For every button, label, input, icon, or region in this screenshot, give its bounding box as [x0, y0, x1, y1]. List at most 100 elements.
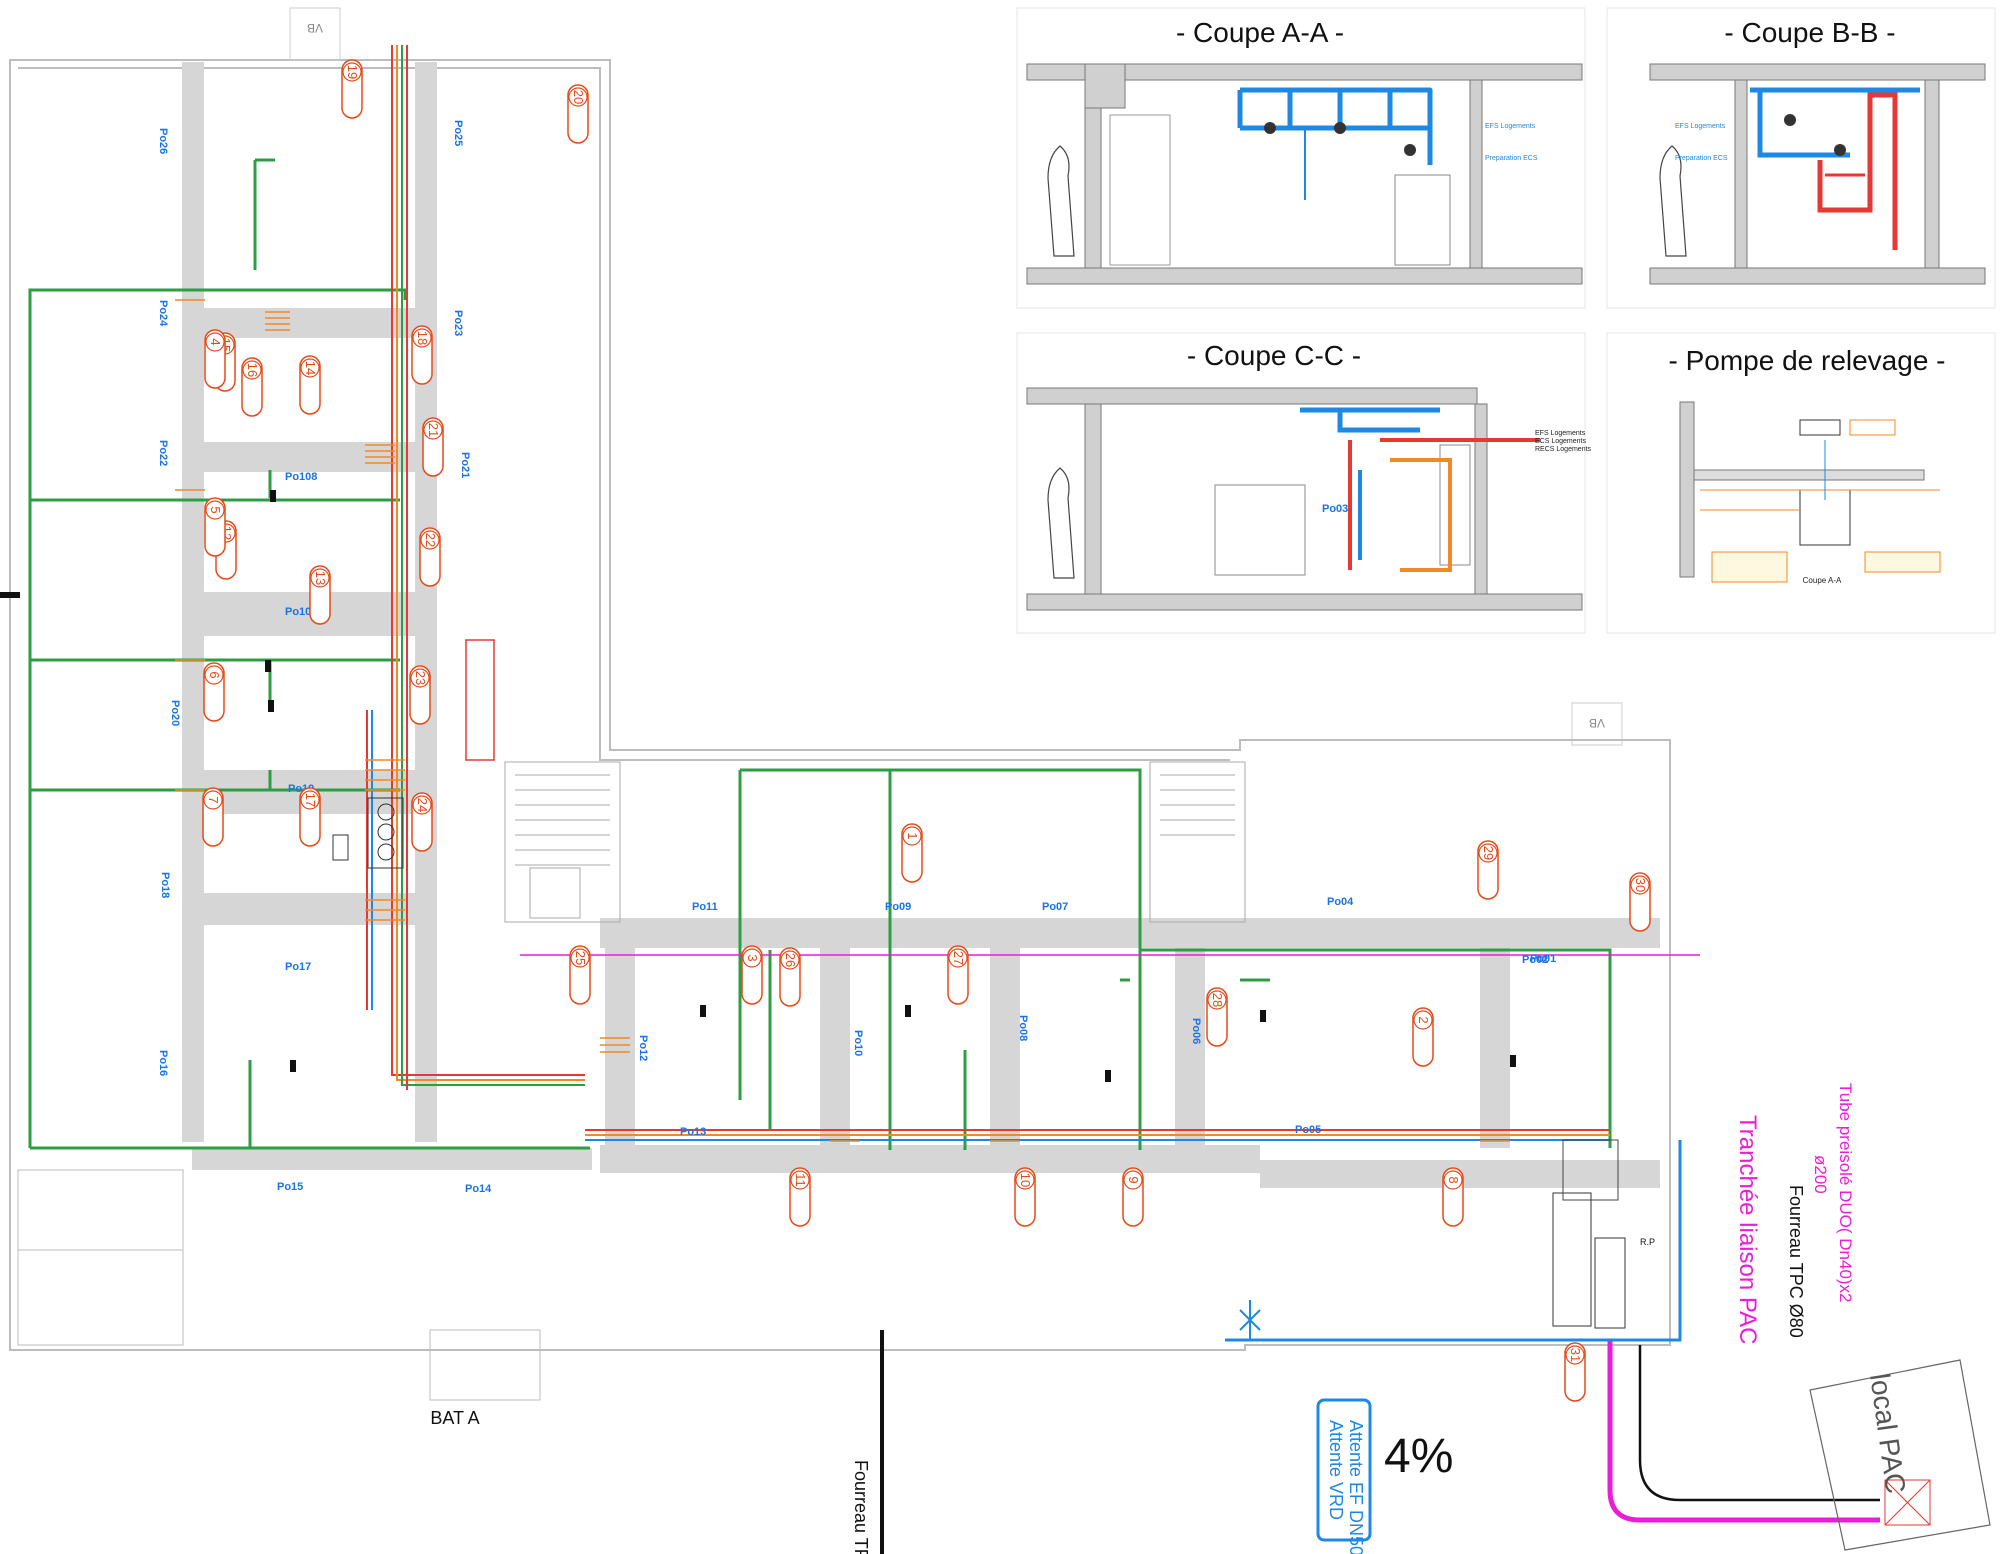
- badge-number: 5: [208, 506, 223, 513]
- pipe-crossings: [175, 299, 1510, 1142]
- badge-number: 16: [245, 363, 260, 377]
- badge-circle: [1123, 1170, 1143, 1190]
- post-label: Po03: [1322, 503, 1348, 515]
- badge-number: 30: [1633, 878, 1648, 892]
- post-label: Po26: [157, 128, 169, 154]
- badge-circle: [300, 358, 320, 378]
- pompe-relevage-drawing: Coupe A-A: [1679, 401, 1941, 585]
- badge-3: 3: [741, 945, 763, 1005]
- badge-23: 23: [409, 665, 431, 725]
- badge-circle: [1630, 875, 1650, 895]
- ecs-label-cc: ECS Logements: [1535, 438, 1586, 445]
- post-label: Po21: [459, 452, 471, 478]
- badge-circle: [300, 790, 320, 810]
- badge-number: 19: [345, 65, 360, 79]
- post-label: Po15: [277, 1181, 303, 1193]
- local-pac-label: local PAC: [1864, 1372, 1912, 1496]
- vb-top-label: VB: [307, 21, 323, 35]
- badge-frame: [1629, 872, 1651, 932]
- badge-13: 13: [309, 565, 331, 625]
- post-label: Po18: [159, 872, 171, 898]
- badge-frame: [789, 1167, 811, 1227]
- badge-circle: [1443, 1170, 1463, 1190]
- badge-25: 25: [569, 945, 591, 1005]
- fourreau-tp-label: Fourreau TP: [851, 1460, 871, 1554]
- badge-circle: [203, 790, 223, 810]
- bat-a-label: BAT A: [430, 1408, 479, 1428]
- badge-number: 1: [905, 832, 920, 839]
- badge-frame: [309, 565, 331, 625]
- trunk-lines: [366, 45, 1610, 1141]
- badge-number: 21: [426, 423, 441, 437]
- vb-mid-label: VB: [1589, 716, 1605, 730]
- badge-28: 28: [1206, 987, 1228, 1047]
- coupe-cc-title: - Coupe C-C -: [1187, 340, 1361, 371]
- post-labels: Po26 Po25 Po24 Po23 Po22 Po21 Po20 Po19 …: [157, 120, 1556, 1195]
- badge-frame: [411, 792, 433, 852]
- post-label: Po13: [680, 1126, 706, 1138]
- badge-frame: [1477, 840, 1499, 900]
- badge-frame: [1014, 1167, 1036, 1227]
- post-label: Po22: [157, 440, 169, 466]
- green-pipe-network: [28, 158, 1612, 1150]
- badge-number: 8: [1446, 1176, 1461, 1183]
- post-label: Po20: [169, 700, 181, 726]
- post-label: Po04: [1327, 896, 1354, 908]
- badge-18: 18: [411, 325, 433, 385]
- slope-label: 4%: [1384, 1430, 1453, 1483]
- badge-circle: [1207, 990, 1227, 1010]
- prep-ecs-label-aa: Preparation ECS: [1485, 155, 1538, 162]
- badge-circle: [242, 360, 262, 380]
- coupe-bb-drawing: EFS Logements Preparation ECS: [1649, 63, 1986, 285]
- badge-number: 7: [206, 796, 221, 803]
- tranchee-label: Tranchée liaison PAC: [1734, 1115, 1761, 1344]
- badge-number: 23: [413, 671, 428, 685]
- fittings: [0, 490, 1516, 1082]
- attente-vrd-label: Attente VRD: [1326, 1420, 1346, 1520]
- coupe-cc-drawing: EFS Logements ECS Logements RECS Logemen…: [1026, 387, 1592, 611]
- badge-frame: [299, 787, 321, 847]
- post-label: Po06: [1190, 1018, 1202, 1044]
- badge-circle: [568, 87, 588, 107]
- badge-circle: [1478, 843, 1498, 863]
- post-label: Po10: [852, 1030, 864, 1056]
- badge-number: 2: [1416, 1016, 1431, 1023]
- badge-circle: [205, 500, 225, 520]
- badge-frame: [741, 945, 763, 1005]
- valve-icon: [1239, 1309, 1261, 1331]
- red-notice-box: [465, 639, 495, 761]
- fourreau-tpc-line: [1638, 1345, 1880, 1502]
- rp-label: R.P: [1640, 1237, 1655, 1247]
- badge-number: 22: [423, 533, 438, 547]
- badge-frame: [422, 417, 444, 477]
- badge-number: 3: [745, 954, 760, 961]
- badge-number: 11: [793, 1173, 808, 1187]
- prep-ecs-label-bb: Preparation ECS: [1675, 155, 1728, 162]
- badge-circle: [570, 948, 590, 968]
- badge-16: 16: [241, 357, 263, 417]
- post-label: Po17: [285, 961, 311, 973]
- badge-14: 14: [299, 355, 321, 415]
- badge-5: 5: [204, 497, 226, 557]
- equipment-symbols: [332, 797, 1626, 1329]
- badge-frame: [901, 823, 923, 883]
- badge-circle: [412, 328, 432, 348]
- building-outline: [9, 59, 1671, 1351]
- badge-number: 20: [571, 90, 586, 104]
- post-label: Po12: [637, 1035, 649, 1061]
- badge-9: 9: [1122, 1167, 1144, 1227]
- badge-20: 20: [567, 84, 589, 144]
- badge-30: 30: [1629, 872, 1651, 932]
- post-label: Po05: [1295, 1124, 1321, 1136]
- badge-circle: [780, 950, 800, 970]
- badge-7: 7: [202, 787, 224, 847]
- badge-number: 27: [951, 951, 966, 965]
- badge-frame: [1122, 1167, 1144, 1227]
- badge-circle: [420, 530, 440, 550]
- badge-frame: [1412, 1007, 1434, 1067]
- badge-number: 24: [415, 798, 430, 812]
- lower-left-rooms: [17, 1169, 541, 1401]
- badge-22: 22: [419, 527, 441, 587]
- post-label: Po16: [157, 1050, 169, 1076]
